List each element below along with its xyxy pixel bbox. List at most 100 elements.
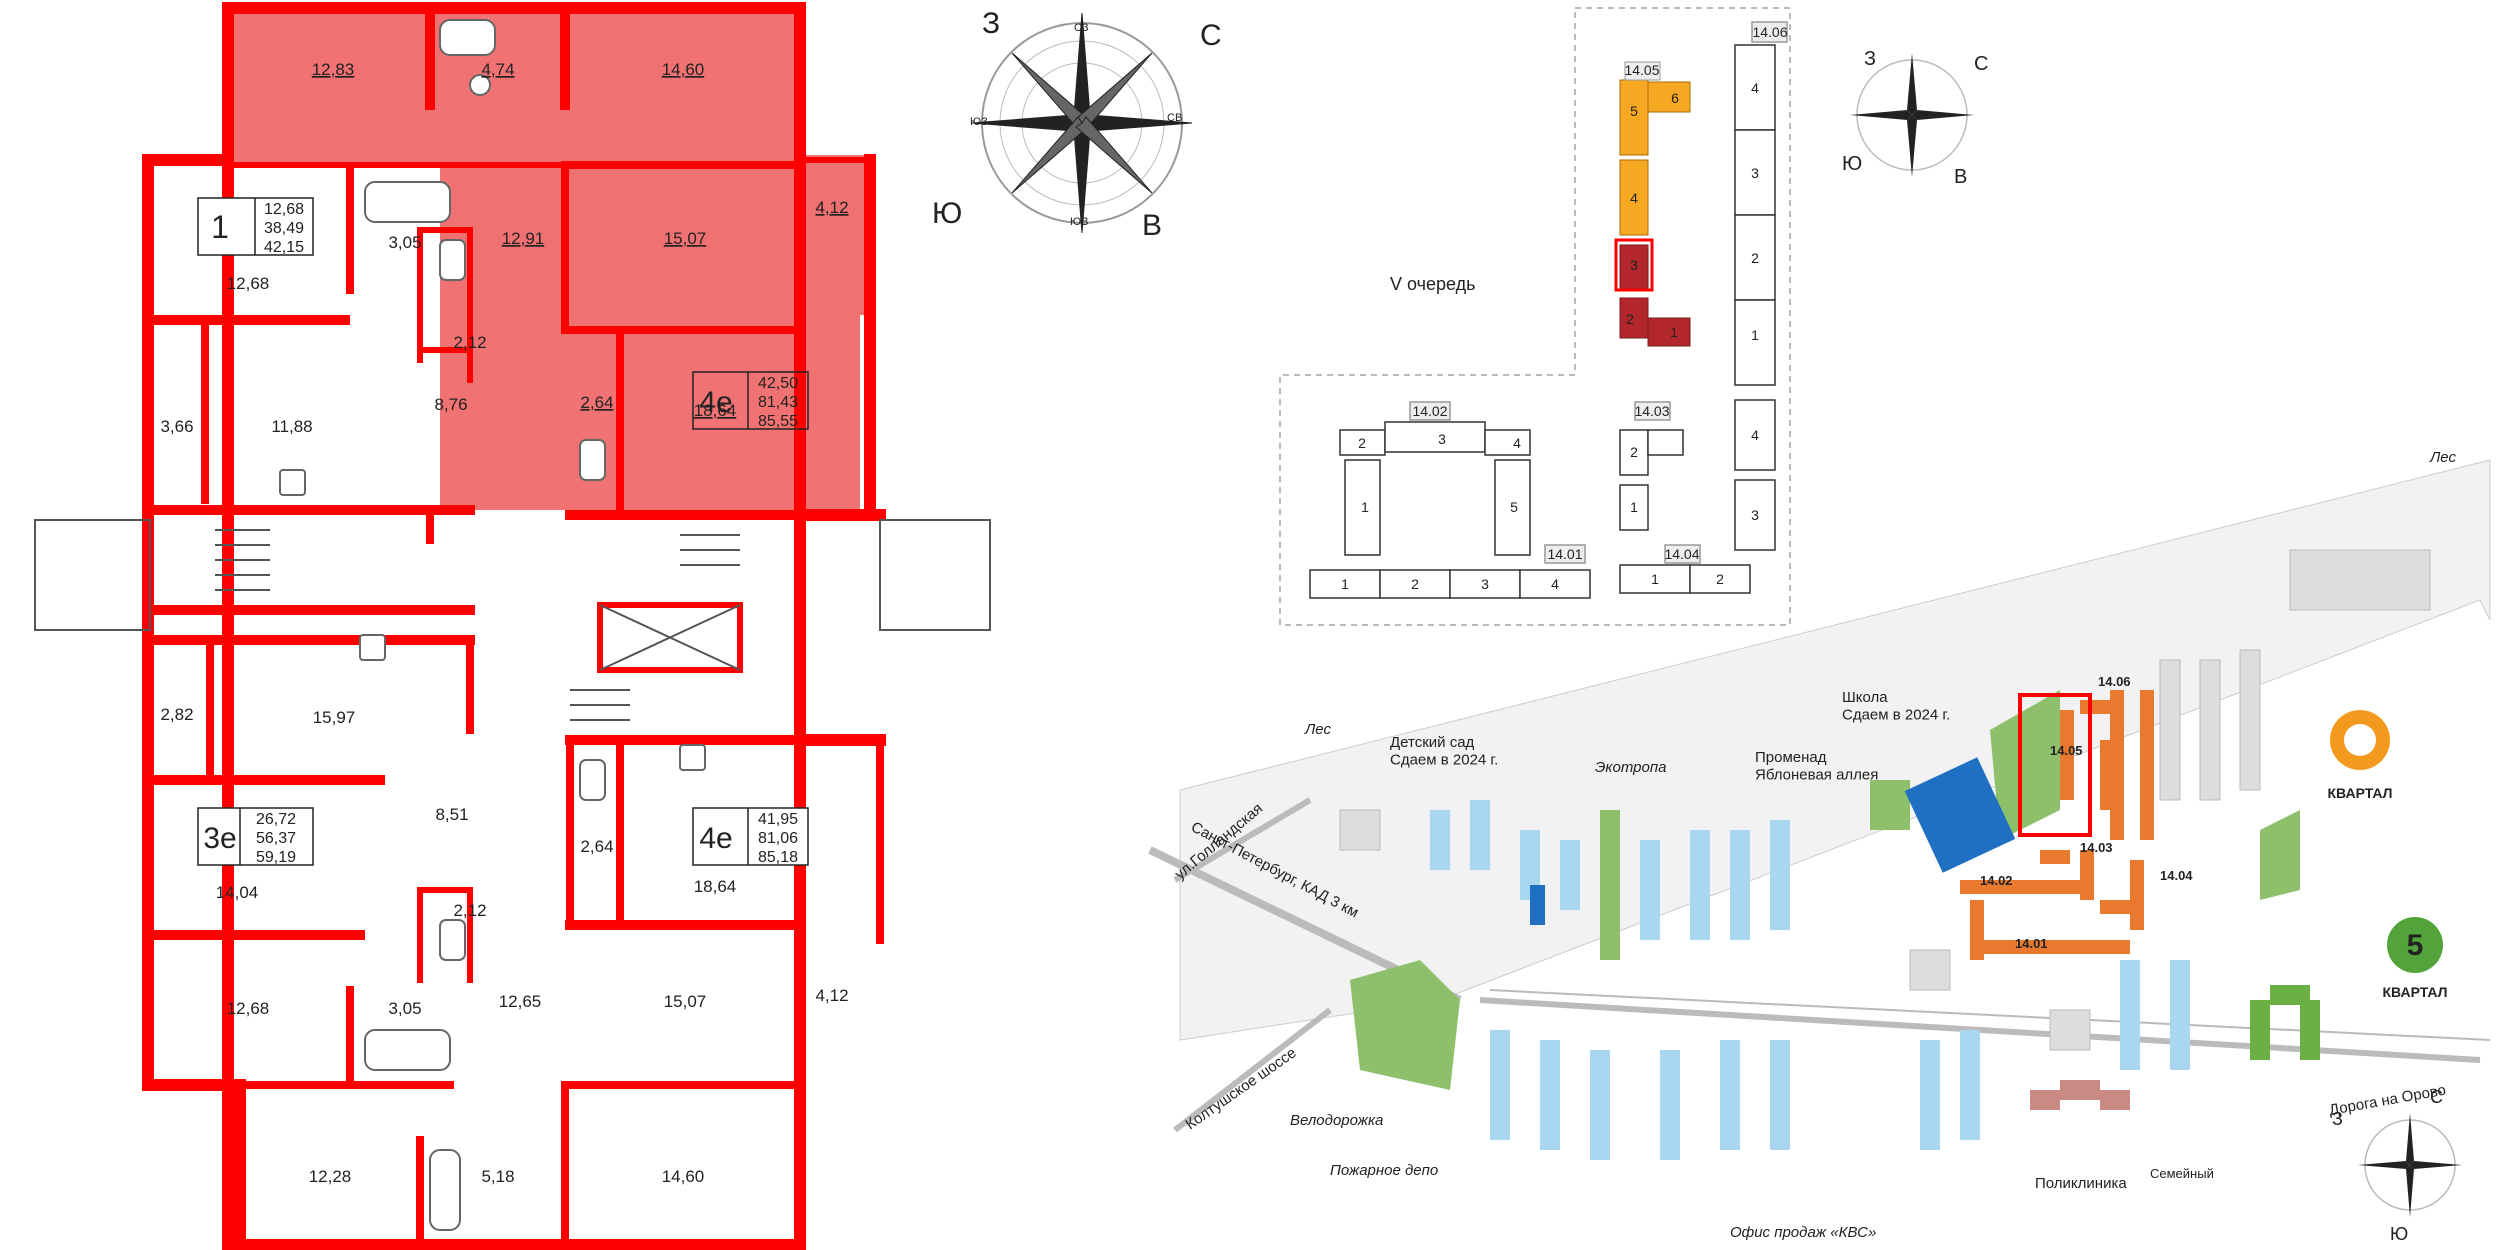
room-area: 2,12 xyxy=(453,333,486,352)
apartment-type: 1 xyxy=(211,209,229,245)
room-area: 15,07 xyxy=(664,992,707,1011)
room-area: 2,82 xyxy=(160,705,193,724)
apartment-tag-3e[interactable]: 3е 26,72 56,37 59,19 xyxy=(197,807,314,866)
section-number: 5 xyxy=(1630,103,1638,119)
section-number: 4 xyxy=(1513,435,1521,451)
stair-core xyxy=(34,519,991,721)
fixtures xyxy=(279,19,706,1231)
kvartal-5-logo: 5 КВАРТАЛ xyxy=(2383,917,2448,1000)
apartment-area-total: 56,37 xyxy=(256,830,296,847)
apartment-area-full: 42,15 xyxy=(264,239,304,256)
compass-south-label: Ю xyxy=(1842,153,1862,175)
site-building-label: 14.02 xyxy=(1980,873,2013,888)
road-label: Колтушское шоссе xyxy=(1183,1044,1300,1133)
store-label: Семейный xyxy=(2150,1166,2214,1181)
selected-apartment-highlight xyxy=(228,8,870,510)
clinic-label: Поликлиника xyxy=(2035,1175,2127,1192)
grey-blocks xyxy=(1339,549,2431,1051)
forest-label: Лес xyxy=(2429,449,2456,466)
compass-north-label: С xyxy=(1974,53,1988,75)
apartment-type: 4е xyxy=(699,386,732,419)
kvartal-5-buildings xyxy=(2250,985,2320,1060)
compass-west-label: З xyxy=(982,7,1000,40)
compass-east-label: В xyxy=(1142,209,1162,242)
site-building-label: 14.06 xyxy=(2098,674,2131,689)
apartment-area-living: 41,95 xyxy=(758,811,798,828)
room-area: 4,74 xyxy=(481,60,514,79)
building-label: 14.05 xyxy=(1624,62,1659,78)
room-area: 14,60 xyxy=(662,1167,705,1186)
apartment-area-living: 12,68 xyxy=(264,201,304,218)
apartment-area-total: 81,43 xyxy=(758,394,798,411)
section-number: 3 xyxy=(1751,165,1759,181)
room-area: 3,05 xyxy=(388,233,421,252)
apartment-area-full: 85,55 xyxy=(758,413,798,430)
compass-small-icon: С Ю З В xyxy=(1842,48,1988,188)
apartment-tag-4e[interactable]: 4е 41,95 81,06 85,18 xyxy=(692,807,809,866)
building-14-01[interactable] xyxy=(1309,544,1591,599)
room-area: 8,51 xyxy=(435,805,468,824)
compass-ne-label: СВ xyxy=(1167,112,1182,124)
floor-plan xyxy=(34,2,991,1250)
compass-large-icon: С Ю З В СЗ СВ ЮЗ ЮВ xyxy=(932,7,1222,242)
section-number: 1 xyxy=(1751,327,1759,343)
section-number: 1 xyxy=(1361,499,1369,515)
room-area: 12,83 xyxy=(312,60,355,79)
site-building-label: 14.03 xyxy=(2080,840,2113,855)
selected-building-frame xyxy=(2018,693,2092,837)
compass-se-label: ЮВ xyxy=(1070,216,1088,228)
room-area: 12,65 xyxy=(499,992,542,1011)
site-building-label: 14.05 xyxy=(2050,743,2083,758)
building-14-04[interactable] xyxy=(1619,399,1776,594)
apartment-area-full: 59,19 xyxy=(256,849,296,866)
sales-office-label: Офис продаж «КВС» xyxy=(1730,1224,1876,1241)
building-14-02[interactable] xyxy=(1339,401,1531,556)
section-number: 5 xyxy=(1510,499,1518,515)
building-14-06[interactable] xyxy=(1734,21,1788,386)
building-label: 14.06 xyxy=(1752,24,1787,40)
brand-label: КВАРТАЛ xyxy=(2383,984,2448,1000)
building-14-03[interactable] xyxy=(1619,401,1684,531)
room-area: 12,91 xyxy=(502,229,545,248)
apartment-tag-1[interactable]: 1 12,68 38,49 42,15 xyxy=(197,197,314,256)
room-area: 18,64 xyxy=(694,877,737,896)
section-number: 2 xyxy=(1626,311,1634,327)
apartment-tag-4e-selected[interactable]: 4е 42,50 81,43 85,55 xyxy=(692,371,809,430)
apartment-area-full: 85,18 xyxy=(758,849,798,866)
room-area: 4,12 xyxy=(815,986,848,1005)
room-area: 12,28 xyxy=(309,1167,352,1186)
school-building[interactable] xyxy=(1904,757,2016,873)
section-number: 1 xyxy=(1651,571,1659,587)
room-area: 3,05 xyxy=(388,999,421,1018)
room-area: 4,12 xyxy=(815,198,848,217)
section-number: 2 xyxy=(1630,444,1638,460)
compass-west-label: З xyxy=(1864,48,1876,70)
room-area: 5,18 xyxy=(481,1167,514,1186)
section-number: 4 xyxy=(1751,80,1759,96)
compass-south-label: Ю xyxy=(932,197,962,230)
room-area: 2,64 xyxy=(580,393,613,412)
building-14-05[interactable] xyxy=(1614,61,1691,347)
site-building-label: 14.01 xyxy=(2015,936,2048,951)
section-number: 3 xyxy=(1630,257,1638,273)
forest-label: Лес xyxy=(1304,721,1331,738)
compass-north-label: С xyxy=(2430,1087,2443,1107)
compass-bottom-icon: С З Ю xyxy=(2332,1087,2462,1244)
site-building-label: 14.04 xyxy=(2160,868,2193,883)
section-number: 4 xyxy=(1751,427,1759,443)
kindergarten-building[interactable] xyxy=(1530,885,1545,925)
ecotrail-label: Экотропа xyxy=(1595,759,1666,776)
building-label: 14.04 xyxy=(1664,546,1699,562)
room-area: 15,97 xyxy=(313,708,356,727)
compass-north-label: С xyxy=(1200,19,1222,52)
section-number: 3 xyxy=(1481,576,1489,592)
brand-label: КВАРТАЛ xyxy=(2328,785,2393,801)
section-number: 6 xyxy=(1671,90,1679,106)
compass-south-label: Ю xyxy=(2390,1224,2408,1244)
section-number: 1 xyxy=(1630,499,1638,515)
room-area: 14,04 xyxy=(216,883,259,902)
pink-buildings xyxy=(2030,1080,2130,1110)
